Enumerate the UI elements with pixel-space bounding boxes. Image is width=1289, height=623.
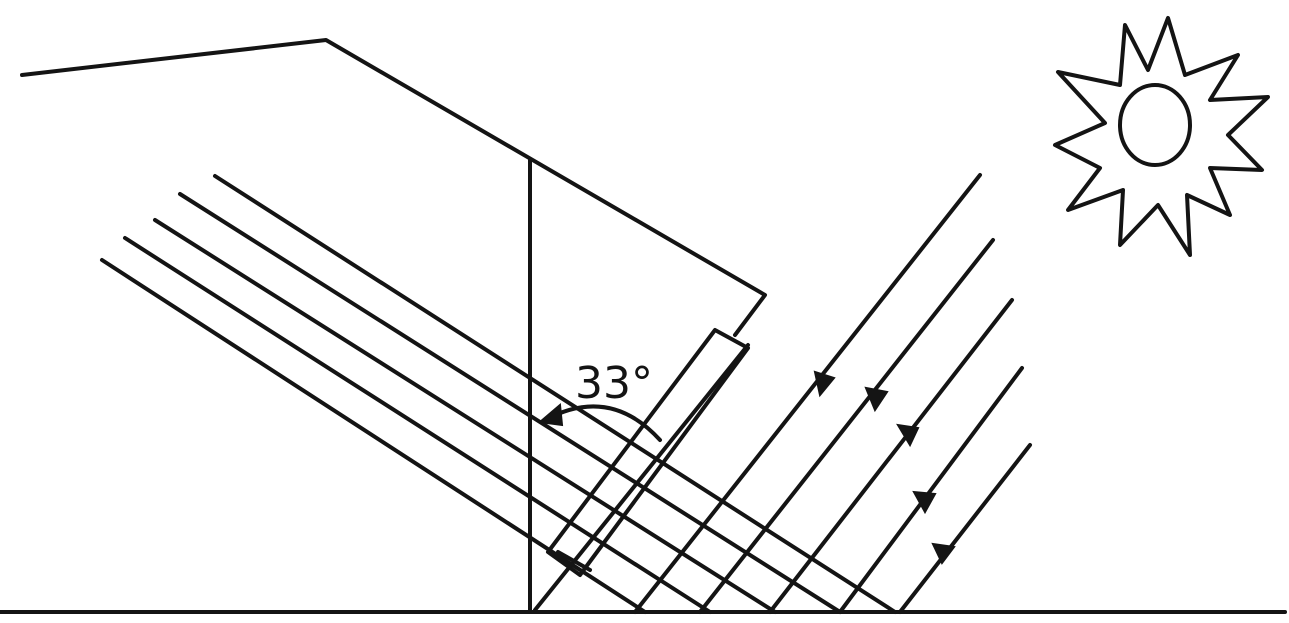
reflected-ray (153, 218, 777, 614)
incident-rays (633, 173, 1032, 614)
incident-ray (633, 173, 982, 614)
incident-ray (768, 298, 1014, 614)
sun-icon (1053, 16, 1270, 257)
roof-outline (20, 38, 767, 337)
sun-center (1118, 83, 1192, 167)
reflected-rays (100, 174, 897, 614)
reflected-ray (100, 258, 647, 614)
ray-arrowhead (896, 423, 920, 448)
ray-arrowhead (813, 370, 836, 398)
incident-ray (898, 443, 1032, 614)
reflected-ray (178, 192, 842, 614)
incident-ray (698, 238, 995, 614)
ray-arrowhead (931, 542, 956, 565)
incident-ray-arrows (813, 370, 956, 565)
angle-arc-arrowhead (537, 403, 564, 427)
incident-ray (838, 366, 1024, 614)
reflected-ray (213, 174, 897, 614)
angle-label: 33° (575, 358, 653, 409)
ray-arrowhead (864, 386, 889, 413)
ray-arrowhead (912, 490, 937, 515)
reflected-ray (123, 236, 712, 614)
